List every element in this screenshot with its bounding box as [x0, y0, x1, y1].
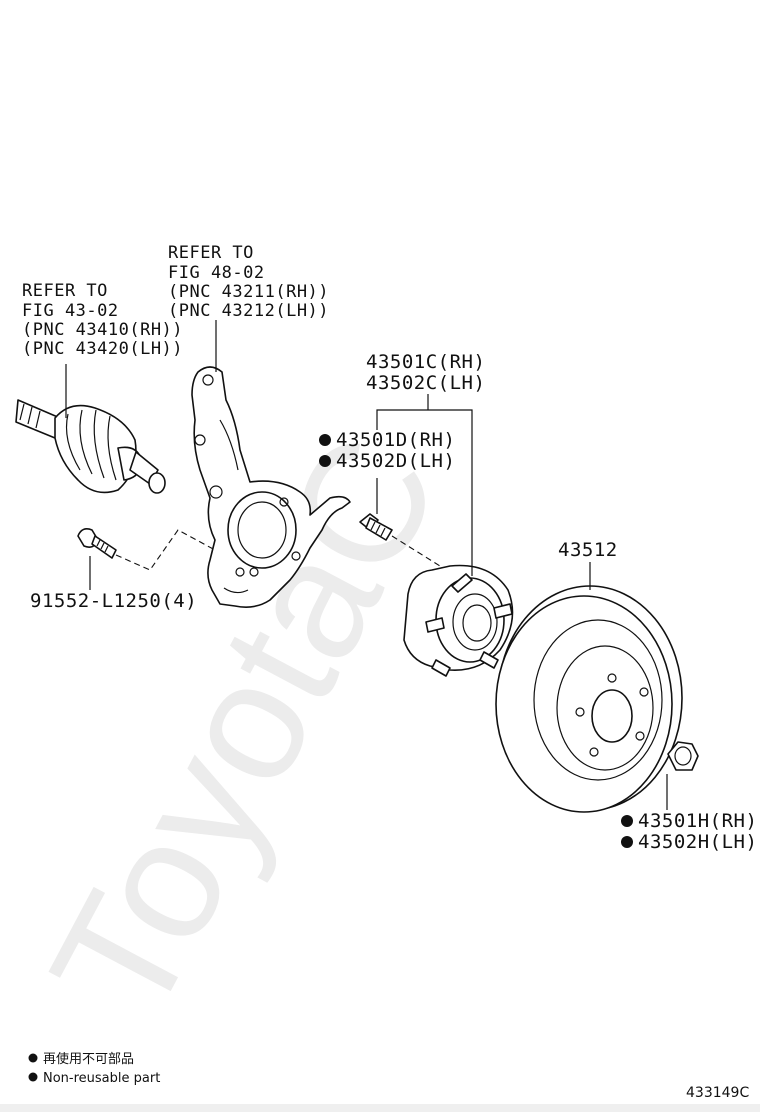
non-reusable-dot-icon [319, 434, 331, 446]
svg-text:(PNC 43420(LH)): (PNC 43420(LH)) [22, 339, 183, 359]
bottom-strip [0, 1104, 760, 1112]
driveshaft-reference-label: REFER TO FIG 43-02 (PNC 43410(RH)) (PNC … [22, 281, 183, 359]
steering-knuckle-illustration [191, 366, 351, 608]
brake-rotor-illustration [495, 585, 683, 813]
bolt-label: 91552-L1250(4) [30, 590, 197, 612]
legend-dot-icon [28, 1053, 38, 1063]
figure-number: 433149C [686, 1085, 749, 1101]
hub-bolt-label: 43501D(RH) 43502D(LH) [319, 429, 455, 472]
non-reusable-dot-icon [319, 455, 331, 467]
svg-text:FIG 48-02: FIG 48-02 [168, 263, 265, 283]
non-reusable-dot-icon [621, 836, 633, 848]
knuckle-reference-label: REFER TO FIG 48-02 (PNC 43211(RH)) (PNC … [168, 243, 329, 321]
svg-text:43502H(LH): 43502H(LH) [638, 831, 757, 853]
svg-text:43502D(LH): 43502D(LH) [336, 450, 455, 472]
bolt-dashed-line [115, 529, 216, 571]
svg-text:43501D(RH): 43501D(RH) [336, 429, 455, 451]
legend: 再使用不可部品 Non-reusable part [28, 1051, 160, 1086]
svg-text:(PNC 43212(LH)): (PNC 43212(LH)) [168, 301, 329, 321]
svg-text:43502C(LH): 43502C(LH) [366, 372, 485, 394]
svg-text:FIG 43-02: FIG 43-02 [22, 301, 119, 321]
hub-bolt-illustration [359, 513, 393, 541]
legend-en: Non-reusable part [43, 1071, 160, 1086]
rotor-label: 43512 [558, 539, 618, 561]
hub-nut-label: 43501H(RH) 43502H(LH) [621, 810, 757, 853]
hub-nut-illustration [667, 741, 699, 771]
bolt-illustration [77, 528, 117, 559]
svg-text:(PNC 43211(RH)): (PNC 43211(RH)) [168, 282, 329, 302]
legend-jp: 再使用不可部品 [43, 1051, 134, 1067]
svg-text:REFER TO: REFER TO [22, 281, 108, 301]
svg-text:(PNC 43410(RH)): (PNC 43410(RH)) [22, 320, 183, 340]
hub-assembly-label: 43501C(RH) 43502C(LH) [366, 351, 485, 394]
svg-text:43501H(RH): 43501H(RH) [638, 810, 757, 832]
non-reusable-dot-icon [621, 815, 633, 827]
leader-lines [65, 320, 668, 810]
svg-text:43501C(RH): 43501C(RH) [366, 351, 485, 373]
svg-text:REFER TO: REFER TO [168, 243, 254, 263]
hub-assembly-illustration [403, 564, 514, 677]
legend-dot-icon [28, 1072, 38, 1082]
drive-shaft-illustration [15, 399, 166, 494]
